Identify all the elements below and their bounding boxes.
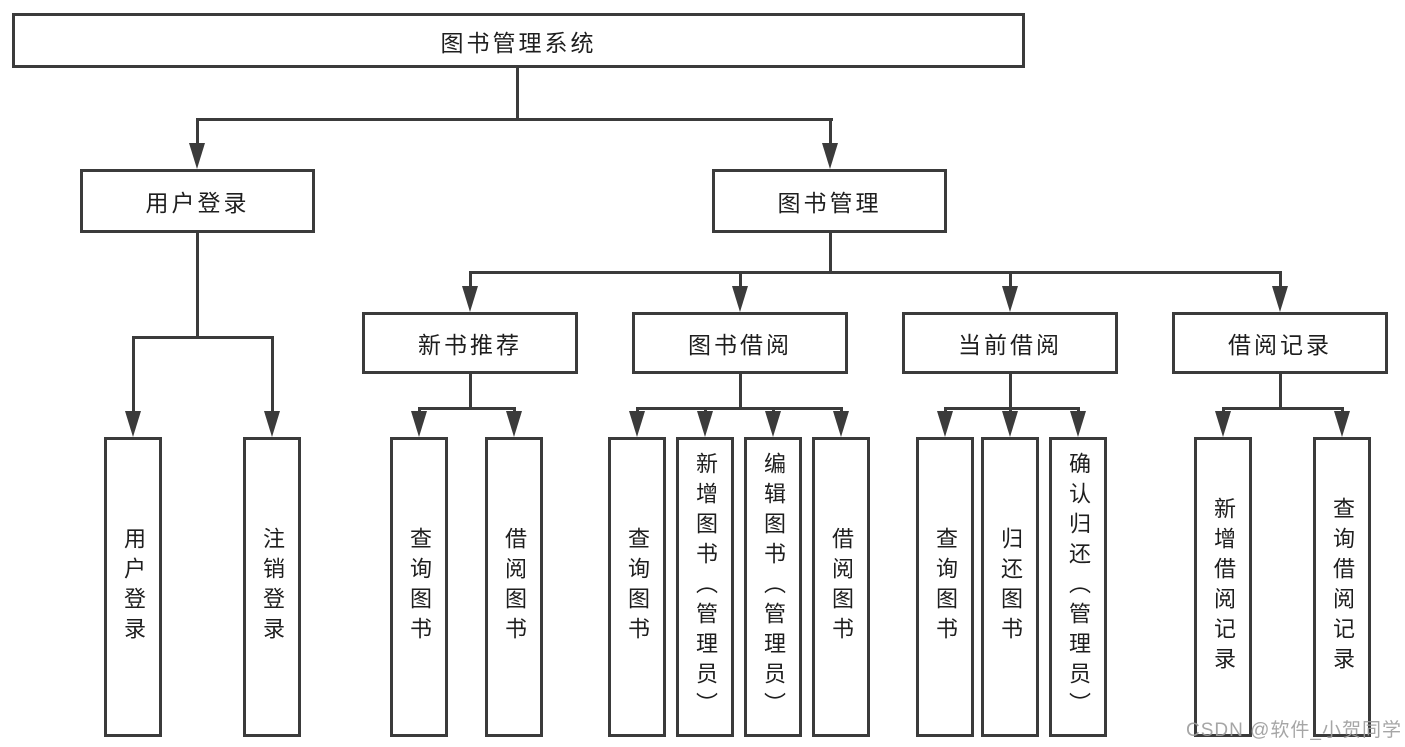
connector-line-h (417, 407, 516, 410)
connector-line-v (270, 336, 274, 414)
arrow-down-icon (832, 411, 849, 437)
connector-line-v (828, 231, 832, 273)
arrow-down-icon (263, 411, 280, 437)
arrow-down-icon (731, 286, 748, 312)
connector-line-v (1008, 372, 1012, 409)
arrow-down-icon (1214, 411, 1231, 437)
arrow-down-icon (461, 286, 478, 312)
connector-line-h (131, 336, 274, 339)
leaf-borrow-books-recommend: 借阅图书 (485, 437, 543, 737)
arrow-down-icon (505, 411, 522, 437)
connector-line-h (943, 407, 1080, 410)
connector-line-v (195, 231, 199, 338)
connector-line-h (1221, 407, 1344, 410)
arrow-down-icon (124, 411, 141, 437)
arrow-down-icon (821, 143, 838, 169)
arrow-down-icon (628, 411, 645, 437)
node-borrow-records: 借阅记录 (1172, 312, 1388, 374)
leaf-user-login: 用户登录 (104, 437, 162, 737)
arrow-down-icon (764, 411, 781, 437)
connector-line-v (1278, 372, 1282, 409)
connector-line-v (131, 336, 135, 414)
leaf-query-borrow-record: 查询借阅记录 (1313, 437, 1371, 737)
connector-line-v (1278, 271, 1282, 291)
connector-line-h (468, 271, 1282, 274)
connector-line-v (1008, 271, 1012, 291)
leaf-query-books-recommend: 查询图书 (390, 437, 448, 737)
leaf-logout: 注销登录 (243, 437, 301, 737)
arrow-down-icon (410, 411, 427, 437)
connector-line-h (635, 407, 843, 410)
watermark: CSDN @软件_小贺同学 (1186, 720, 1402, 741)
arrow-down-icon (1001, 286, 1018, 312)
connector-line-h (195, 118, 833, 121)
connector-line-v (195, 118, 199, 148)
arrow-down-icon (1333, 411, 1350, 437)
arrow-down-icon (936, 411, 953, 437)
leaf-query-books-current: 查询图书 (916, 437, 974, 737)
leaf-return-books: 归还图书 (981, 437, 1039, 737)
node-book-management: 图书管理 (712, 169, 947, 233)
node-root: 图书管理系统 (12, 13, 1025, 68)
connector-line-v (828, 118, 832, 148)
node-book-borrow: 图书借阅 (632, 312, 848, 374)
node-new-book-recommend: 新书推荐 (362, 312, 578, 374)
arrow-down-icon (1001, 411, 1018, 437)
leaf-borrow-books: 借阅图书 (812, 437, 870, 737)
leaf-edit-books-admin: 编辑图书（管理员） (744, 437, 802, 737)
arrow-down-icon (188, 143, 205, 169)
node-current-borrow: 当前借阅 (902, 312, 1118, 374)
arrow-down-icon (696, 411, 713, 437)
node-user-login: 用户登录 (80, 169, 315, 233)
arrow-down-icon (1069, 411, 1086, 437)
leaf-add-borrow-record: 新增借阅记录 (1194, 437, 1252, 737)
connector-line-v (468, 271, 472, 291)
leaf-confirm-return-admin: 确认归还（管理员） (1049, 437, 1107, 737)
leaf-add-books-admin: 新增图书（管理员） (676, 437, 734, 737)
connector-line-v (515, 68, 519, 120)
leaf-query-books-borrow: 查询图书 (608, 437, 666, 737)
connector-line-v (738, 271, 742, 291)
connector-line-v (738, 372, 742, 409)
connector-line-v (468, 372, 472, 409)
arrow-down-icon (1271, 286, 1288, 312)
